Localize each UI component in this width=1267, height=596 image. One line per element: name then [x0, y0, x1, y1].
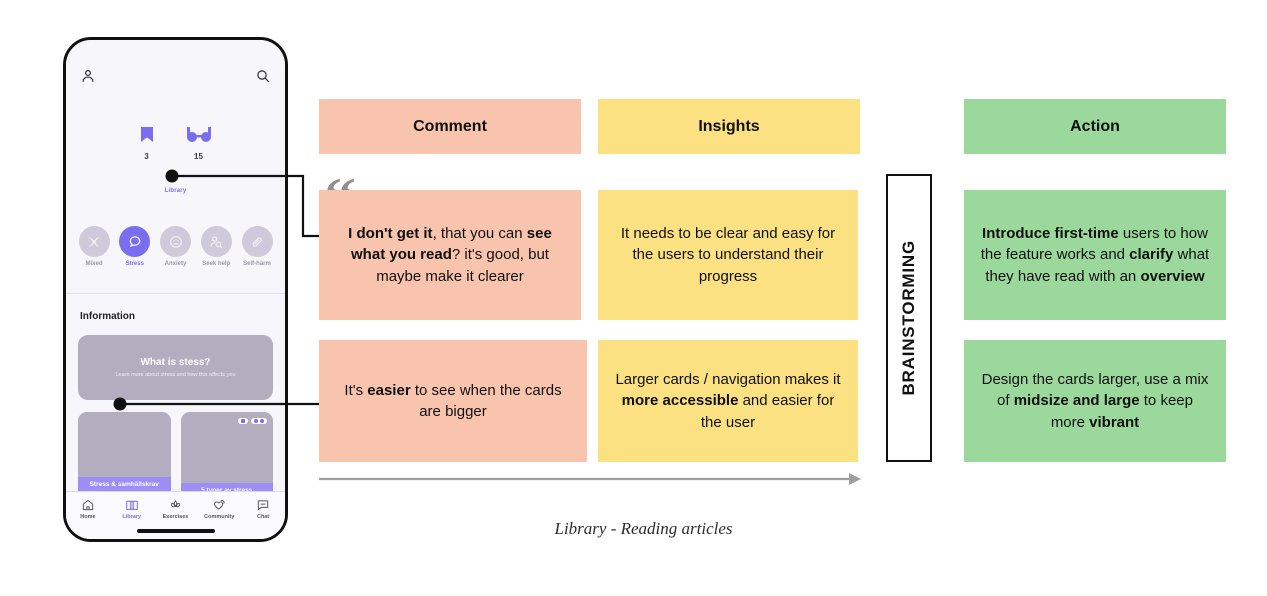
column-header-comment: Comment [319, 99, 581, 154]
brainstorming-label: BRAINSTORMING [899, 240, 918, 396]
note-text: Introduce first-time users to how the fe… [980, 225, 1210, 285]
nav-label: Chat [256, 514, 270, 520]
mixed-icon [89, 236, 99, 247]
category-label: Anxiety [164, 261, 187, 267]
phone-divider [66, 293, 285, 294]
flow-caption: Library - Reading articles [0, 519, 1267, 539]
category-mixed[interactable]: Mixed [74, 226, 114, 267]
article-title: Stress & samhällskrav [89, 481, 159, 489]
phone-screen: 3 15 Library [66, 40, 285, 539]
hero-card-subtitle: Learn more about stress and how this aff… [115, 372, 236, 378]
read-badge-icon [251, 418, 267, 424]
search-icon[interactable] [255, 68, 271, 89]
seek-help-icon [210, 235, 223, 248]
article-title: 5 typer av stress [185, 487, 270, 495]
category-label: Stress [125, 261, 144, 267]
library-tag: Library [164, 188, 187, 194]
note-action-2[interactable]: Design the cards larger, use a mix of mi… [964, 340, 1226, 462]
nav-item-community[interactable]: Community [197, 498, 241, 520]
nav-label: Community [204, 514, 235, 520]
nav-item-exercises[interactable]: Exercises [154, 498, 198, 520]
category-stress[interactable]: Stress [115, 226, 155, 267]
note-text: It's easier to see when the cards are bi… [344, 381, 562, 420]
note-insight-2[interactable]: Larger cards / navigation makes it more … [598, 340, 858, 462]
home-icon [82, 499, 94, 511]
phone-navbar: Home Library Exercises [66, 491, 285, 539]
category-label: Mixed [85, 261, 103, 267]
hearts-icon [213, 500, 225, 510]
column-header-action: Action [964, 99, 1226, 154]
category-label: Self-harm [243, 261, 271, 267]
phone-topbar [66, 68, 285, 94]
nav-item-library[interactable]: Library [110, 498, 154, 520]
phone-stats-row: 3 15 [66, 126, 285, 161]
note-text: It needs to be clear and easy for the us… [620, 225, 836, 285]
anxiety-icon [169, 235, 182, 248]
hero-card-title: What is stess? [140, 357, 211, 368]
note-insight-1[interactable]: It needs to be clear and easy for the us… [598, 190, 858, 320]
category-row: Mixed Stress Anxiety [66, 226, 285, 267]
stat-bookmarks: 3 [139, 126, 155, 161]
read-count: 15 [194, 152, 203, 161]
chat-icon [257, 500, 269, 511]
person-icon[interactable] [80, 68, 96, 89]
note-action-1[interactable]: Introduce first-time users to how the fe… [964, 190, 1226, 320]
information-heading: Information [80, 311, 135, 322]
nav-item-chat[interactable]: Chat [241, 498, 285, 520]
home-indicator [136, 529, 215, 533]
category-seek-help[interactable]: Seek help [196, 226, 236, 267]
nav-label: Library [122, 514, 142, 520]
brainstorming-box: BRAINSTORMING [886, 174, 932, 462]
bookmark-count: 3 [144, 152, 149, 161]
nav-label: Home [80, 514, 96, 520]
flow-arrow [319, 473, 861, 485]
note-text: Larger cards / navigation makes it more … [615, 371, 841, 431]
category-anxiety[interactable]: Anxiety [156, 226, 196, 267]
glasses-icon [185, 126, 213, 149]
bookmark-icon [139, 126, 155, 149]
book-icon [125, 500, 138, 510]
hero-article-card[interactable]: What is stess? Learn more about stress a… [78, 335, 273, 400]
flow-caption-text: Library - Reading articles [554, 519, 733, 538]
phone-mockup: 3 15 Library [63, 37, 288, 542]
nav-label: Exercises [162, 514, 189, 520]
bookmark-badge-icon [238, 418, 248, 424]
stress-icon [129, 235, 141, 247]
card-badges [238, 418, 267, 424]
category-label: Seek help [202, 261, 231, 267]
lotus-icon [171, 500, 180, 508]
column-header-insights: Insights [598, 99, 860, 154]
note-text: I don't get it, that you can see what yo… [348, 225, 552, 285]
stat-read: 15 [185, 126, 213, 161]
self-harm-icon [252, 236, 262, 247]
category-self-harm[interactable]: Self-harm [237, 226, 277, 267]
note-comment-1[interactable]: I don't get it, that you can see what yo… [319, 190, 581, 320]
note-comment-2[interactable]: It's easier to see when the cards are bi… [319, 340, 587, 462]
note-text: Design the cards larger, use a mix of mi… [981, 371, 1209, 431]
nav-item-home[interactable]: Home [66, 498, 110, 520]
